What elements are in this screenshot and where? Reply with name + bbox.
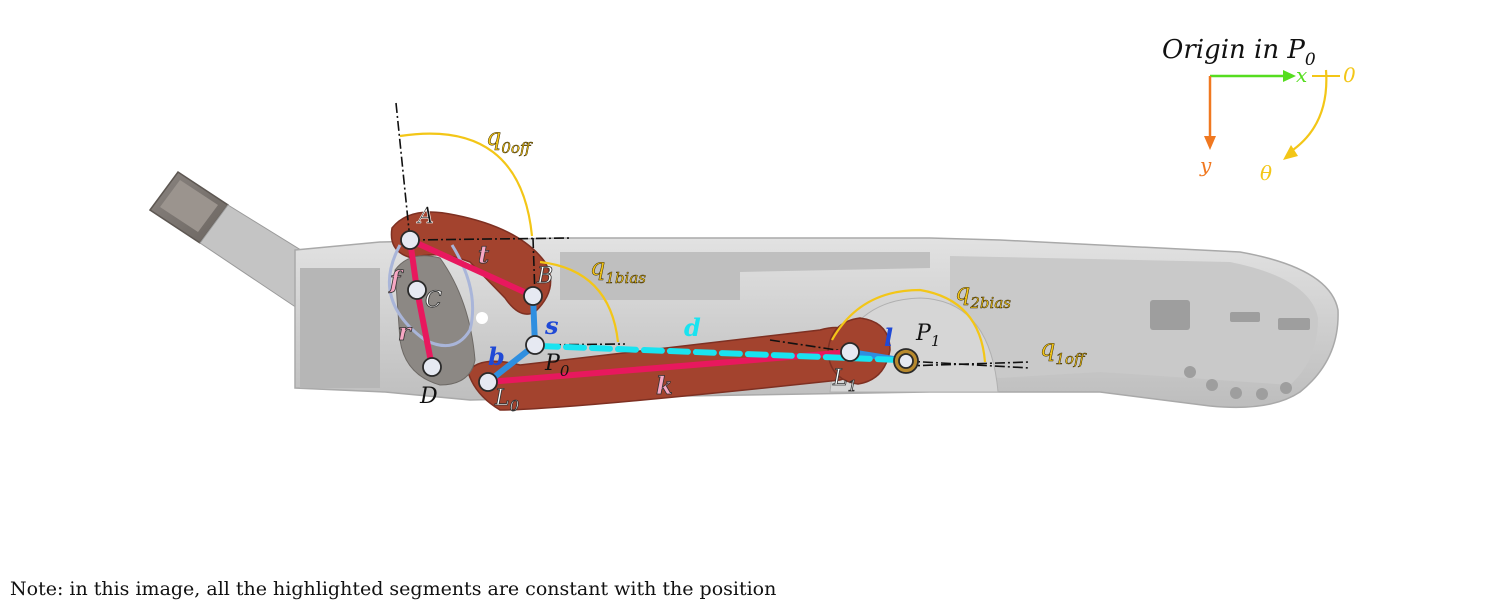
y-axis-label: y (1199, 153, 1212, 177)
x-axis-arrowhead (1283, 70, 1296, 82)
label-B: B (536, 264, 553, 289)
label-s: s (544, 311, 559, 340)
theta-label: θ (1260, 161, 1272, 185)
zero-label: 0 (1343, 63, 1356, 87)
arc-q1bias (539, 260, 620, 343)
label-q1bias: q1bias (590, 253, 646, 287)
label-b: b (488, 342, 505, 371)
tendon-curve (387, 244, 475, 348)
point-labels: A B C D P0 L0 L1 P1 (416, 204, 941, 416)
label-t: t (478, 240, 489, 269)
origin-legend: Origin in P0 x y 0 θ (1162, 35, 1356, 185)
label-D: D (419, 384, 438, 409)
label-L0: L0 (494, 386, 520, 415)
segment-labels: t f r k s b l d (388, 240, 894, 401)
theta-arrowhead (1283, 145, 1298, 160)
joints (400, 230, 919, 392)
label-q2bias: q2bias (955, 278, 1011, 312)
segment-r (414, 287, 435, 370)
right-cavity (950, 256, 1318, 385)
segment-b (485, 342, 538, 385)
label-A: A (416, 204, 434, 229)
label-d: d (684, 313, 701, 342)
label-k: k (656, 371, 673, 400)
angle-arcs (399, 132, 987, 363)
label-P0: P0 (544, 351, 570, 380)
label-r: r (398, 317, 413, 346)
arc-q2bias (831, 288, 987, 363)
label-q1off: q1off (1040, 334, 1087, 368)
segment-d (537, 343, 903, 363)
label-P1: P1 (915, 321, 940, 350)
upper-cavity (560, 252, 930, 300)
joint-L0 (478, 372, 498, 392)
x-axis-label: x (1296, 63, 1307, 87)
label-q0off: q0off (486, 123, 533, 157)
pin-white (476, 312, 488, 324)
segment-t (407, 237, 536, 299)
reference-lines (395, 102, 1031, 369)
label-l: l (884, 323, 893, 352)
arc-q0off (399, 132, 534, 237)
joint-P1-inner (898, 353, 914, 369)
note-text: Note: in this image, all the highlighted… (10, 578, 777, 600)
joint-D (422, 357, 442, 377)
slot-left (300, 268, 380, 388)
joint-A (400, 230, 420, 250)
legend-title: Origin in P0 (1162, 35, 1316, 70)
joint-C (407, 280, 427, 300)
angle-labels: q0off q1bias q2bias q1off (486, 123, 1087, 369)
distal-details (1150, 300, 1310, 400)
y-axis-arrowhead (1204, 136, 1216, 150)
joint-B (523, 286, 543, 306)
theta-arc (1289, 69, 1328, 153)
joint-L1 (840, 342, 860, 362)
joint-P0 (525, 335, 545, 355)
label-f: f (388, 265, 404, 294)
label-L1: L1 (832, 366, 857, 395)
label-C: C (425, 288, 442, 313)
